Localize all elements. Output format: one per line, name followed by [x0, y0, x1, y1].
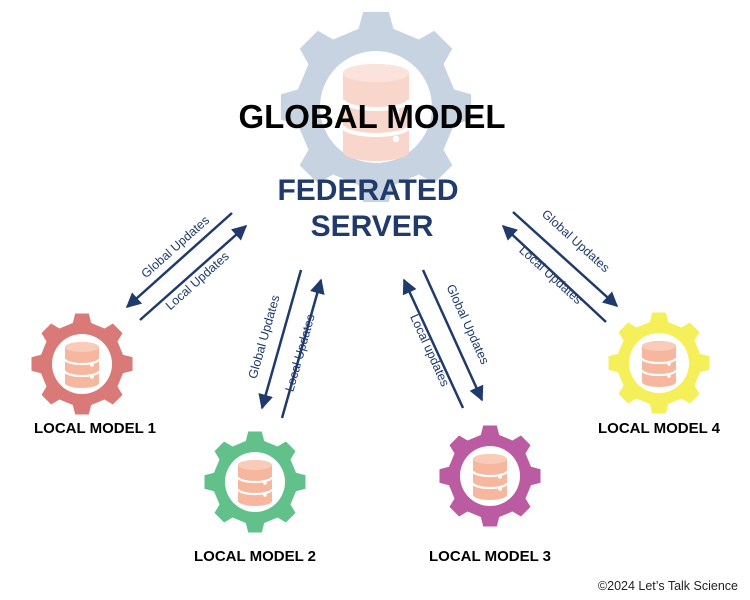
server-gear-icon [280, 11, 472, 203]
local-model-4-gear-icon [608, 312, 710, 414]
local-model-3-database-icon [471, 454, 509, 500]
local-updates-arrow-1 [139, 225, 248, 321]
local-model-3-label: LOCAL MODEL 3 [429, 548, 551, 565]
local-updates-label-3: Local updates [407, 312, 452, 389]
global-updates-arrow-3 [421, 269, 484, 402]
local-model-4-database-icon [640, 341, 678, 387]
local-model-4-label: LOCAL MODEL 4 [598, 420, 721, 437]
local-updates-arrow-2 [280, 278, 325, 419]
local-model-1-database-icon [63, 342, 101, 388]
local-model-3-gear-icon [439, 425, 541, 527]
local-model-1-label: LOCAL MODEL 1 [34, 420, 156, 437]
local-model-2-database-icon [236, 460, 274, 506]
federated-server-label-line1: FEDERATED [277, 174, 458, 207]
global-updates-arrow-1 [125, 212, 233, 309]
local-model-2: LOCAL MODEL 2 [194, 431, 316, 565]
local-updates-label-1: Local Updates [163, 249, 232, 313]
local-model-2-gear-icon [204, 431, 306, 533]
global-model-title: GLOBAL MODEL [238, 98, 505, 135]
arrows-model-2: Global Updates Local Updates [246, 269, 325, 419]
local-updates-arrow-4 [501, 224, 607, 323]
arrows-model-3: Global Updates Local updates [402, 269, 492, 409]
local-updates-arrow-3 [402, 278, 465, 409]
local-model-3: LOCAL MODEL 3 [429, 425, 551, 565]
arrows-model-1: Global Updates Local Updates [125, 212, 248, 321]
arrows-model-4: Global Updates Local Updates [501, 207, 619, 323]
global-updates-arrow-2 [258, 269, 303, 410]
local-model-1: LOCAL MODEL 1 [31, 313, 156, 437]
local-updates-label-2: Local Updates [283, 313, 318, 394]
local-model-4: LOCAL MODEL 4 [598, 312, 721, 437]
local-model-1-gear-icon [31, 313, 133, 415]
global-updates-label-2: Global Updates [246, 294, 283, 381]
local-updates-label-4: Local Updates [516, 243, 585, 307]
server-database-icon [341, 64, 411, 161]
global-updates-label-3: Global Updates [443, 282, 491, 366]
local-model-2-label: LOCAL MODEL 2 [194, 548, 316, 565]
global-updates-arrow-4 [512, 211, 619, 308]
federated-server-label-line2: SERVER [311, 210, 434, 243]
copyright-text: ©2024 Let’s Talk Science [598, 579, 738, 593]
